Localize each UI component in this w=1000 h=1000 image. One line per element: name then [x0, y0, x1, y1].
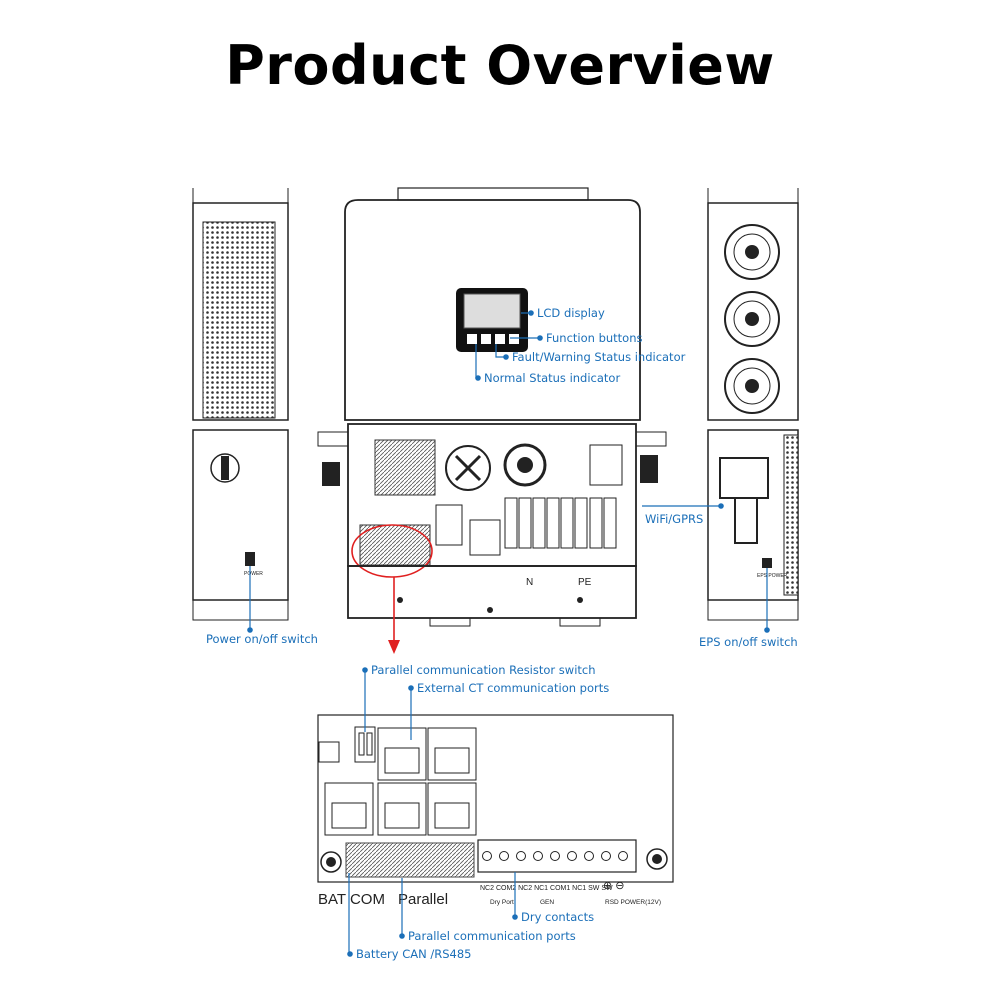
- right-side-view: EPS POWER: [707, 188, 799, 621]
- pe-label: PE: [578, 577, 592, 588]
- comm-panel-detail: BAT COM Parallel NC2 COM2 NC2 NC1 COM1 N…: [317, 714, 674, 908]
- page-title: Product Overview: [225, 34, 775, 97]
- callout-labels: LCD display Function buttons Fault/Warni…: [206, 306, 798, 961]
- parallel-label: Parallel: [398, 891, 448, 908]
- svg-text:⊕ ⊖: ⊕ ⊖: [603, 880, 625, 892]
- terminal-block[interactable]: [477, 839, 637, 873]
- arrow-down-icon: [388, 640, 400, 654]
- rsd-power-label: RSD POWER(12V): [605, 899, 661, 906]
- power-switch-icon[interactable]: [245, 552, 255, 566]
- parallel-resistor-label: Parallel communication Resistor switch: [371, 663, 596, 677]
- parallel-ports-label: Parallel communication ports: [408, 929, 576, 943]
- terminal-row-label: NC2 COM2 NC2 NC1 COM1 NC1 SW SW: [480, 885, 613, 892]
- left-side-view: POWER: [192, 188, 289, 621]
- gen-label: GEN: [540, 899, 554, 906]
- function-buttons-label: Function buttons: [546, 331, 643, 345]
- lcd-display-label: LCD display: [537, 306, 605, 320]
- front-view: N PE: [317, 187, 667, 654]
- svg-text:EPS POWER: EPS POWER: [757, 573, 788, 579]
- breakers: [435, 497, 617, 556]
- highlight-circle: [351, 524, 433, 578]
- battery-can-label: Battery CAN /RS485: [356, 947, 472, 961]
- wifi-module: [719, 457, 769, 499]
- dry-port-label: Dry Port: [490, 899, 514, 906]
- eps-switch-label: EPS on/off switch: [699, 635, 798, 649]
- svg-text:POWER: POWER: [244, 571, 263, 577]
- normal-status-label: Normal Status indicator: [484, 371, 620, 385]
- wifi-gprs-label: WiFi/GPRS: [645, 512, 703, 526]
- rj45-ports[interactable]: [324, 727, 477, 836]
- power-switch-label: Power on/off switch: [206, 632, 318, 646]
- function-buttons[interactable]: [467, 334, 519, 344]
- bat-com-label: BAT COM: [318, 891, 385, 908]
- dry-contacts-label: Dry contacts: [521, 910, 594, 924]
- eps-switch-icon[interactable]: [762, 558, 772, 568]
- callout-lines: [247, 310, 770, 957]
- n-label: N: [526, 577, 533, 588]
- external-ct-label: External CT communication ports: [417, 681, 609, 695]
- fault-warning-label: Fault/Warning Status indicator: [512, 350, 686, 364]
- fan-icon: [724, 224, 780, 414]
